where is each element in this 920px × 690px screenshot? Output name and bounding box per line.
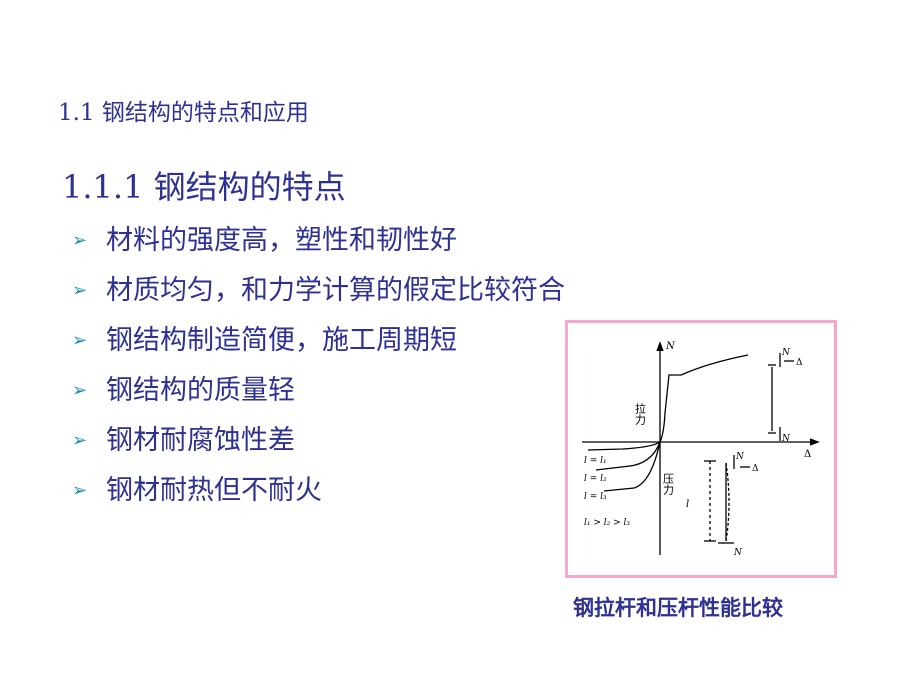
length-symbol: l (686, 499, 689, 510)
delta-axis-arrow-icon (809, 438, 820, 446)
curve-label-l3: l = l₃ (584, 492, 607, 502)
list-item: ➢ 材料的强度高，塑性和韧性好 (72, 216, 565, 266)
arrow-bullet-icon: ➢ (72, 330, 88, 351)
bullet-text: 钢结构制造简便，施工周期短 (106, 325, 457, 356)
compression-curve-l3 (603, 441, 661, 492)
tension-compression-diagram: N Δ 拉力 压力 l = l₁ l = l₂ l = l₃ l₁ > l₂ >… (582, 341, 820, 558)
compression-delta-label: Δ (752, 464, 759, 474)
curve-label-l2: l = l₂ (584, 474, 607, 484)
tension-bottom-load-label: N (781, 434, 791, 444)
tension-top-load-label: N (781, 348, 791, 358)
list-item: ➢ 钢结构的质量轻 (72, 366, 565, 416)
figure-caption: 钢拉杆和压杆性能比较 (573, 596, 783, 620)
delta-axis-label: Δ (804, 449, 811, 460)
section-title: 1.1 钢结构的特点和应用 (58, 100, 309, 126)
n-axis-label: N (665, 341, 676, 352)
bullet-text: 材料的强度高，塑性和韧性好 (106, 225, 457, 256)
figure-frame: N Δ 拉力 压力 l = l₁ l = l₂ l = l₃ l₁ > l₂ >… (565, 320, 837, 578)
compression-label: 压力 (662, 473, 675, 495)
tension-label: 拉力 (634, 402, 647, 425)
n-axis-arrow-icon (656, 341, 664, 352)
subsection-title: 1.1.1 钢结构的特点 (62, 168, 346, 206)
compression-curve-l1 (587, 441, 661, 451)
compression-bottom-load-label: N (733, 548, 743, 558)
list-item: ➢ 钢结构制造简便，施工周期短 (72, 316, 565, 366)
compression-top-load-label: N (735, 452, 745, 462)
bullet-text: 钢材耐热但不耐火 (106, 475, 322, 506)
arrow-bullet-icon: ➢ (72, 430, 88, 451)
arrow-bullet-icon: ➢ (72, 280, 88, 301)
compression-curve-l2 (595, 441, 661, 471)
length-relation-label: l₁ > l₂ > l₃ (584, 518, 630, 528)
bullet-text: 材质均匀，和力学计算的假定比较符合 (106, 275, 565, 306)
bullet-list: ➢ 材料的强度高，塑性和韧性好 ➢ 材质均匀，和力学计算的假定比较符合 ➢ 钢结构制造… (72, 216, 565, 516)
list-item: ➢ 钢材耐热但不耐火 (72, 466, 565, 516)
arrow-bullet-icon: ➢ (72, 230, 88, 251)
list-item: ➢ 钢材耐腐蚀性差 (72, 416, 565, 466)
bullet-text: 钢结构的质量轻 (106, 375, 295, 406)
list-item: ➢ 材质均匀，和力学计算的假定比较符合 (72, 266, 565, 316)
tension-curve (659, 354, 749, 443)
buckled-column-shape (725, 462, 730, 542)
tension-delta-label: Δ (796, 358, 803, 368)
curve-label-l1: l = l₁ (584, 456, 607, 466)
bullet-text: 钢材耐腐蚀性差 (106, 425, 295, 456)
arrow-bullet-icon: ➢ (72, 480, 88, 501)
arrow-bullet-icon: ➢ (72, 380, 88, 401)
